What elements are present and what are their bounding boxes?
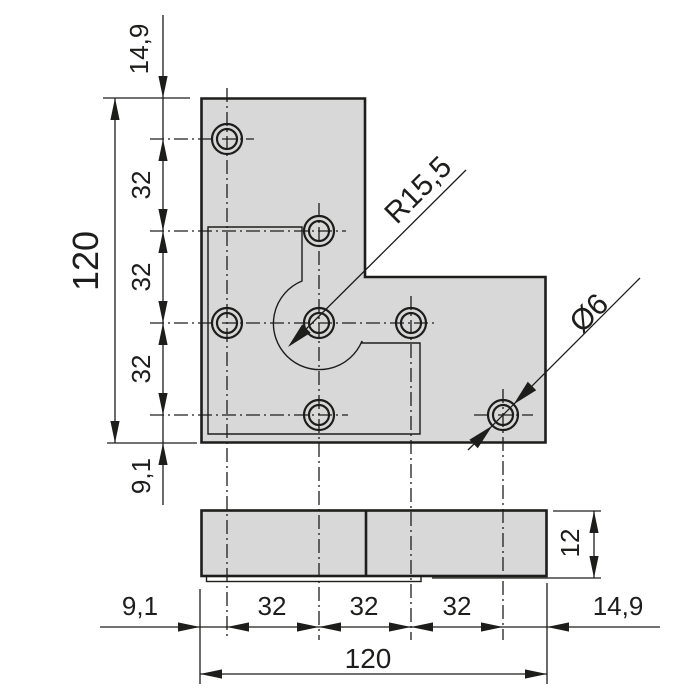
arrowhead [110,98,120,120]
plate-outline [200,97,547,444]
arrowhead [158,76,168,98]
dim-label-bottom-pitch-2: 32 [350,591,379,621]
dim-label-bottom-pitch-3: 32 [443,591,472,621]
arrowhead [288,324,311,347]
diameter-leader-line [467,277,641,451]
arrowhead [158,139,168,161]
dim-label-left-pitch-2: 32 [126,263,156,292]
arrowhead [158,209,168,231]
dim-label-left-overall: 120 [65,231,106,291]
arrowhead [158,323,168,345]
arrowhead [319,622,341,632]
arrowhead [469,425,493,449]
dim-label-left-pitch-3: 32 [126,355,156,384]
dim-label-bottom-offset-left: 9,1 [122,591,158,621]
dim-label-left-offset-top: 14,9 [124,24,154,75]
arrowhead [513,381,537,405]
side-view-recess-strip [205,575,422,583]
centerlines [150,88,533,640]
side-view-body [200,509,548,578]
arrowhead [158,231,168,253]
arrowhead [481,622,503,632]
arrowhead [178,622,200,632]
arrowhead [110,421,120,443]
plan-view [200,97,547,444]
extension-lines [103,97,601,684]
arrowhead [297,622,319,632]
arrowhead [525,669,547,679]
dim-label-bottom-overall: 120 [345,643,392,674]
arrowhead [158,301,168,323]
arrowhead [158,393,168,415]
pocket-contour [207,226,421,435]
dim-label-diameter-callout: Ø6 [563,287,615,339]
arrowhead [158,443,168,465]
arrowhead [389,622,411,632]
side-view [200,509,548,583]
dim-label-left-offset-bottom: 9,1 [126,458,156,494]
arrowhead [589,556,599,578]
radius-leader-line [289,169,467,346]
arrowhead [411,622,433,632]
dim-label-bottom-pitch-1: 32 [258,591,287,621]
arrowhead [547,622,569,632]
dim-label-thickness: 12 [555,529,585,558]
arrowheads [110,76,599,679]
arrowhead [227,622,249,632]
dim-label-left-pitch-1: 32 [126,171,156,200]
arrowhead [589,511,599,533]
arrowhead [200,669,222,679]
dim-label-bottom-offset-right: 14,9 [593,591,644,621]
